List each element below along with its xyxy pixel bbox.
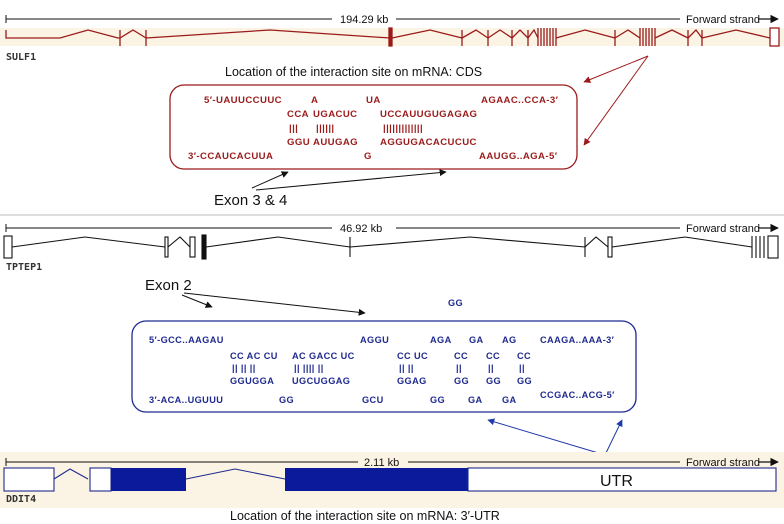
sulf1-pointer-arrow-bottom <box>583 55 649 146</box>
tptep1-bottom-unpaired-ga1: GA <box>468 395 483 405</box>
tptep1-gene-name: TPTEP1 <box>6 262 42 273</box>
ddit4-pointer-arrow-right <box>604 419 623 456</box>
ddit4-track: 2.11 kb Forward strand UTR DDIT4 <box>0 452 784 508</box>
sulf1-top-unpaired-ua: UA <box>366 95 381 106</box>
sulf1-pointer-arrow-top <box>583 55 649 83</box>
tptep1-gene-model <box>3 234 779 260</box>
tptep1-bottom-paired-5: GG <box>486 376 501 386</box>
sulf1-bonds-3: ||||||||||||| <box>383 123 423 134</box>
tptep1-bottom-unpaired-gcu: GCU <box>362 395 384 405</box>
sulf1-top-paired-1: CCA <box>287 109 309 120</box>
tptep1-top-paired-1: CC AC CU <box>230 351 278 361</box>
sulf1-bottom-unpaired-5p: AAUGG..AGA-5′ <box>479 151 558 162</box>
tptep1-bottom-paired-4: GG <box>454 376 469 386</box>
ddit4-gene-model <box>3 467 777 492</box>
sulf1-bonds-1: ||| <box>289 123 298 134</box>
sulf1-exon-arrow-right <box>255 169 447 191</box>
sulf1-scale-label: 194.29 kb <box>340 14 388 26</box>
tptep1-bulge-top: GG <box>448 298 463 308</box>
ddit4-scale-label: 2.11 kb <box>364 457 399 469</box>
tptep1-top-unpaired-ga: GA <box>469 335 484 345</box>
tptep1-top-unpaired-aggu: AGGU <box>360 335 389 345</box>
tptep1-bottom-unpaired-gg1: GG <box>279 395 294 405</box>
tptep1-top-unpaired-aga: AGA <box>430 335 452 345</box>
tptep1-bottom-unpaired-3p: 3′-ACA..UGUUU <box>149 395 223 405</box>
tptep1-top-paired-5: CC <box>486 351 500 361</box>
tptep1-track: 46.92 kb Forward strand TPTEP1 <box>0 214 784 273</box>
tptep1-exon-arrow-left <box>181 294 213 308</box>
tptep1-bottom-unpaired-gg2: GG <box>430 395 445 405</box>
tptep1-bonds-3: || || <box>399 363 414 373</box>
tptep1-bottom-unpaired-5p: CCGAC..ACG-5′ <box>540 390 615 400</box>
sulf1-top-unpaired-a: A <box>311 95 318 106</box>
tptep1-exon-arrow-right <box>183 292 366 316</box>
sulf1-top-unpaired-3p: AGAAC..CCA-3′ <box>481 95 559 106</box>
sulf1-exon-arrow-left <box>251 171 289 189</box>
tptep1-bonds-4: || <box>456 363 462 373</box>
tptep1-bottom-paired-3: GGAG <box>397 376 427 386</box>
sulf1-exon-label: Exon 3 & 4 <box>214 192 287 209</box>
tptep1-scale-label: 46.92 kb <box>340 223 382 235</box>
tptep1-strand-label: Forward strand <box>686 223 760 235</box>
sulf1-strand-label: Forward strand <box>686 14 760 26</box>
tptep1-bonds-2: || |||| || <box>294 363 324 373</box>
sulf1-duplex-box <box>169 84 578 170</box>
ddit4-strand-label: Forward strand <box>686 457 760 469</box>
tptep1-top-paired-3: CC UC <box>397 351 428 361</box>
ddit4-pointer-arrow-left <box>487 418 606 456</box>
sulf1-top-unpaired-5p: 5′-UAUUCCUUC <box>204 95 282 106</box>
sulf1-duplex-panel: 5′-UAUUCCUUC A UA AGAAC..CCA-3′ CCA UGAC… <box>169 84 578 170</box>
tptep1-bonds-6: || <box>519 363 525 373</box>
sulf1-top-paired-2: UGACUC <box>313 109 358 120</box>
sulf1-bottom-unpaired-g: G <box>364 151 372 162</box>
sulf1-bottom-unpaired-3p: 3′-CCAUCACUUA <box>188 151 273 162</box>
ddit4-gene-name: DDIT4 <box>6 494 36 505</box>
tptep1-duplex-box <box>131 320 637 413</box>
tptep1-bonds-1: || || || <box>232 363 256 373</box>
sulf1-gene-model <box>5 27 780 47</box>
sulf1-caption: Location of the interaction site on mRNA… <box>225 65 482 79</box>
ddit4-utr-label: UTR <box>600 473 633 490</box>
tptep1-top-paired-6: CC <box>517 351 531 361</box>
sulf1-gene-name: SULF1 <box>6 52 36 63</box>
sulf1-bonds-2: |||||| <box>316 123 335 134</box>
tptep1-top-paired-2: AC GACC UC <box>292 351 355 361</box>
tptep1-bonds-5: || <box>488 363 494 373</box>
tptep1-bottom-unpaired-ga2: GA <box>502 395 517 405</box>
tptep1-duplex-panel: 5′-GCC..AAGAU AGGU AGA GA AG CAAGA..AAA-… <box>131 320 637 413</box>
tptep1-top-unpaired-ag: AG <box>502 335 517 345</box>
sulf1-track: 194.29 kb Forward strand <box>0 14 784 63</box>
sulf1-bottom-paired-1: GGU <box>287 137 310 148</box>
tptep1-bottom-paired-6: GG <box>517 376 532 386</box>
tptep1-top-paired-4: CC <box>454 351 468 361</box>
tptep1-bottom-paired-2: UGCUGGAG <box>292 376 350 386</box>
tptep1-top-unpaired-5p: 5′-GCC..AAGAU <box>149 335 224 345</box>
tptep1-track-background <box>0 214 784 216</box>
ddit4-caption: Location of the interaction site on mRNA… <box>230 509 500 523</box>
tptep1-exon-label: Exon 2 <box>145 277 192 294</box>
tptep1-bottom-paired-1: GGUGGA <box>230 376 274 386</box>
sulf1-top-paired-3: UCCAUUGUGAGAG <box>380 109 477 120</box>
sulf1-bottom-paired-3: AGGUGACACUCUC <box>380 137 477 148</box>
tptep1-top-unpaired-3p: CAAGA..AAA-3′ <box>540 335 615 345</box>
sulf1-bottom-paired-2: AUUGAG <box>313 137 358 148</box>
